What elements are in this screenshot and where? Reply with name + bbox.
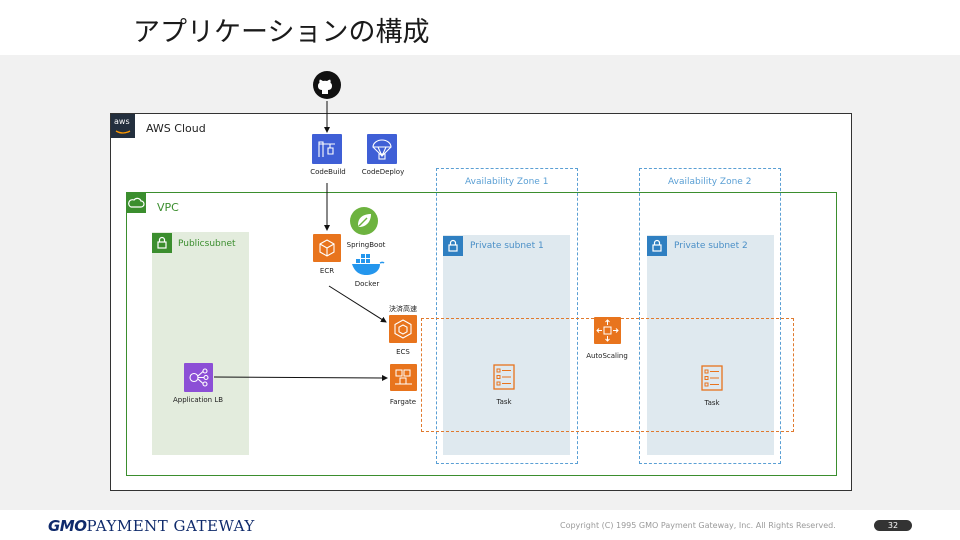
private-subnet-1-lock-icon <box>443 236 463 256</box>
vpc-cloud-icon <box>126 193 146 213</box>
private-subnet-2 <box>647 235 774 455</box>
private-subnet-2-lock-icon <box>647 236 667 256</box>
fargate-icon <box>390 364 417 391</box>
private-subnet-1 <box>443 235 570 455</box>
availability-zone-1-label: Availability Zone 1 <box>465 177 549 187</box>
aws-logo-text: aws <box>114 117 130 126</box>
application-lb-icon <box>184 363 213 392</box>
docker-icon <box>350 251 386 277</box>
public-subnet-label: Publicsubnet <box>178 239 236 249</box>
availability-zone-1 <box>436 168 578 464</box>
ecs-icon <box>389 315 417 343</box>
ecs-note-label: 決済高速 <box>389 305 417 313</box>
ecr-label: ECR <box>319 267 335 275</box>
availability-zone-2-label: Availability Zone 2 <box>668 177 752 187</box>
task-1-label: Task <box>496 398 512 406</box>
task-2-label: Task <box>704 399 720 407</box>
application-lb-label: Application LB <box>172 396 224 404</box>
autoscaling-icon <box>594 317 621 344</box>
availability-zone-2 <box>639 168 781 464</box>
copyright-text: Copyright (C) 1995 GMO Payment Gateway, … <box>560 521 836 530</box>
public-subnet-lock-icon <box>152 233 172 253</box>
vpc-label: VPC <box>157 201 179 214</box>
aws-cloud-label: AWS Cloud <box>146 122 206 135</box>
springboot-label: SpringBoot <box>346 241 386 249</box>
private-subnet-1-label: Private subnet 1 <box>470 241 544 251</box>
codedeploy-label: CodeDeploy <box>361 168 405 176</box>
gmo-payment-gateway-logo: GMOPAYMENT GATEWAY <box>48 517 255 535</box>
autoscaling-label: AutoScaling <box>586 352 628 360</box>
logo-gmo-text: GMO <box>48 517 87 535</box>
springboot-icon <box>349 206 379 236</box>
codebuild-icon <box>312 134 342 164</box>
slide-title: アプリケーションの構成 <box>133 17 430 48</box>
page-number: 32 <box>874 520 912 531</box>
ecs-label: ECS <box>396 348 410 356</box>
codedeploy-icon <box>367 134 397 164</box>
task-1-icon <box>493 364 515 390</box>
fargate-label: Fargate <box>389 398 417 406</box>
aws-logo-icon: aws <box>111 114 135 138</box>
private-subnet-2-label: Private subnet 2 <box>674 241 748 251</box>
logo-rest-text: PAYMENT GATEWAY <box>86 517 255 535</box>
ecr-icon <box>313 234 341 262</box>
task-2-icon <box>701 365 723 391</box>
github-icon <box>312 70 342 100</box>
docker-label: Docker <box>354 280 380 288</box>
vpc-group <box>126 192 837 476</box>
codebuild-label: CodeBuild <box>310 168 346 176</box>
public-subnet <box>152 232 249 455</box>
